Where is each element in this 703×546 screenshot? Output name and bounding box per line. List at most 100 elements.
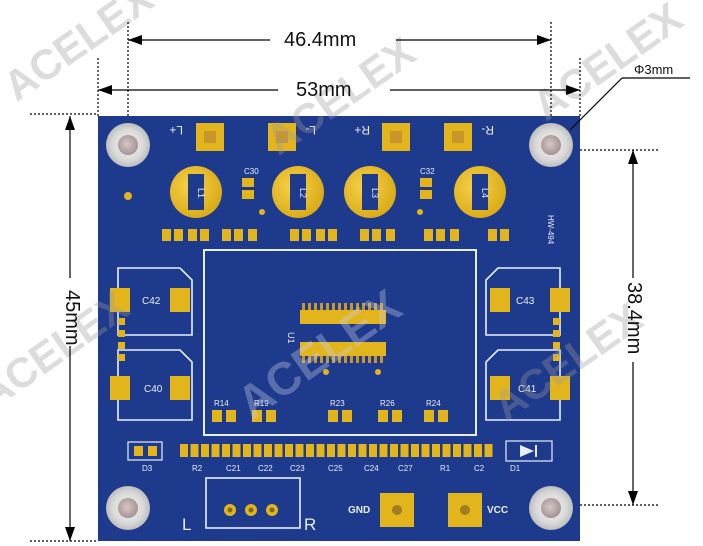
smd-row-top [162, 229, 509, 241]
resistor-label: R23 [330, 399, 345, 408]
cap-label: C32 [420, 167, 435, 176]
bottom-pad [316, 444, 325, 457]
bottom-label: C24 [364, 464, 379, 473]
speaker-connector: L R [182, 477, 316, 534]
bottom-pad [442, 444, 451, 457]
dimension-outer-height: 45mm [61, 290, 83, 346]
model-label: HW-494 [546, 215, 555, 245]
bottom-pad [190, 444, 199, 457]
bottom-smd-row [180, 444, 493, 457]
bottom-pad [232, 444, 241, 457]
bottom-pad [421, 444, 430, 457]
bottom-pad [253, 444, 262, 457]
inductor-label: L3 [370, 188, 380, 198]
chip-pin [350, 303, 353, 310]
chip-pin [326, 303, 329, 310]
resistor-r23: R23 [328, 399, 352, 422]
top-pad-label: R- [481, 123, 494, 137]
bottom-label: C21 [226, 464, 241, 473]
chip-pin [380, 303, 383, 310]
chip-pin [332, 356, 335, 363]
bottom-pad [484, 444, 493, 457]
connector-left-label: L [182, 515, 191, 534]
dimension-inner-height: 38.4mm [623, 282, 645, 354]
resistor-r24: R24 [424, 399, 448, 422]
resistor-r14: R14 [212, 399, 236, 422]
via [417, 209, 423, 215]
cap-label: C43 [516, 296, 535, 307]
bottom-pad [337, 444, 346, 457]
chip-pin [338, 303, 341, 310]
right-bracket-bottom [485, 349, 561, 421]
bottom-pad [411, 444, 419, 457]
bottom-pad [379, 444, 388, 457]
chip-pin [362, 356, 365, 363]
chip-pin [356, 356, 359, 363]
cap-c42: C42 [110, 288, 190, 312]
bottom-pad [222, 444, 230, 457]
chip-u1: U1 [286, 303, 386, 363]
bottom-label: C2 [474, 464, 485, 473]
power-pad-label: VCC [487, 505, 508, 516]
diode-d3 [127, 441, 163, 461]
mount-hole-bottom-left [106, 486, 150, 530]
resistor-r26: R26 [378, 399, 402, 422]
bottom-pad [348, 444, 356, 457]
chip-pin [338, 356, 341, 363]
bottom-pad [180, 444, 188, 457]
cap-label: C41 [518, 384, 537, 395]
bottom-pad [201, 444, 209, 457]
via [323, 369, 329, 375]
bottom-pad [306, 444, 314, 457]
chip-pin [302, 356, 305, 363]
inductor-label: L2 [298, 188, 308, 198]
chip-pin [308, 356, 311, 363]
bottom-pad [400, 444, 409, 457]
resistor-label: R24 [426, 399, 441, 408]
inductor-label: L4 [480, 188, 490, 198]
inductor-l1: L1 [170, 166, 222, 218]
bottom-label: R2 [192, 464, 203, 473]
bottom-pad [463, 444, 472, 457]
chip-pin [368, 356, 371, 363]
left-bracket-bottom [117, 349, 193, 421]
bottom-pad [211, 444, 220, 457]
bottom-pad [432, 444, 440, 457]
bottom-label: C27 [398, 464, 413, 473]
resistor-label: R26 [380, 399, 395, 408]
chip-pin [374, 356, 377, 363]
cap-c32: C32 [420, 167, 435, 199]
bottom-pad [390, 444, 398, 457]
side-small-pads [118, 318, 560, 361]
bottom-pad [264, 444, 272, 457]
dimension-inner-width: 46.4mm [284, 29, 356, 51]
connector-right-label: R [304, 515, 316, 534]
watermark: ACELEX [0, 0, 161, 110]
bottom-pad [274, 444, 283, 457]
cap-c43: C43 [490, 288, 570, 312]
top-pad-l-minus: L- [268, 123, 316, 151]
cap-label: C42 [142, 296, 161, 307]
inductor-l4: L4 [454, 166, 506, 218]
bottom-pad [285, 444, 293, 457]
chip-pin [332, 303, 335, 310]
mount-hole-bottom-right [529, 486, 573, 530]
bottom-pad [295, 444, 304, 457]
resistor-label: R19 [254, 399, 269, 408]
mount-hole-top-right [529, 123, 573, 167]
inductor-label: L1 [196, 188, 206, 198]
bottom-pad [369, 444, 377, 457]
top-pad-l-plus: L+ [169, 123, 224, 151]
dimension-outer-width: 53mm [296, 79, 352, 101]
bottom-label: C22 [258, 464, 273, 473]
chip-pin [374, 303, 377, 310]
power-pad-vcc: VCC [448, 493, 508, 527]
chip-pin [320, 303, 323, 310]
cap-c30: C30 [242, 167, 259, 199]
via [124, 192, 132, 200]
center-outline [203, 249, 477, 436]
inductor-l3: L3 [344, 166, 396, 218]
top-pad-label: L+ [169, 123, 183, 137]
bottom-label: C23 [290, 464, 305, 473]
